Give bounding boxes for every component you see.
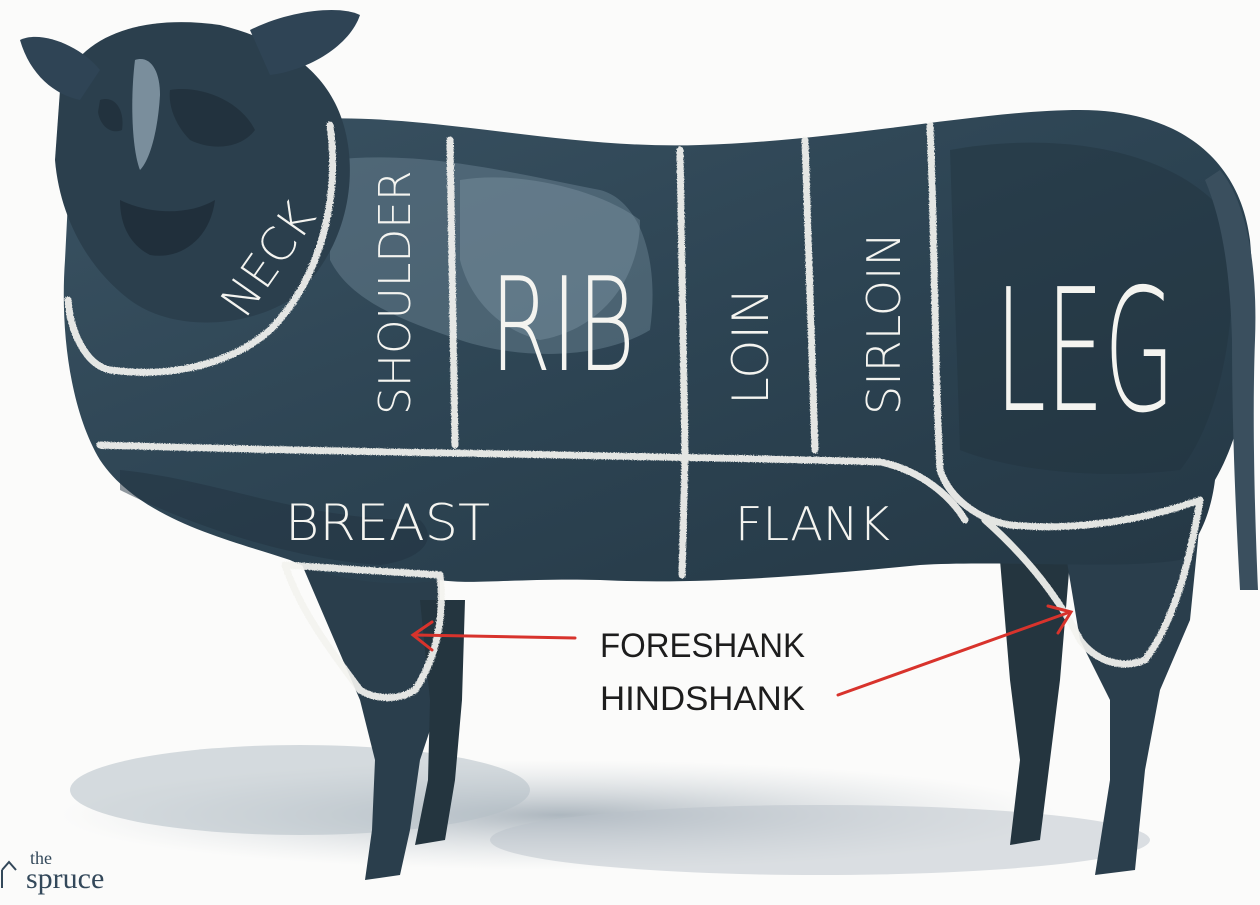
spruce-logo: the spruce bbox=[2, 848, 104, 895]
leg-label: LEG bbox=[995, 253, 1175, 451]
hindshank-label: HINDSHANK bbox=[600, 680, 805, 718]
flank-label: FLANK bbox=[735, 497, 890, 551]
shoulder-label: SHOULDER bbox=[370, 170, 421, 415]
rib-loin-divider bbox=[680, 150, 685, 575]
breast-label: BREAST bbox=[285, 494, 490, 552]
rib-label: RIB bbox=[490, 249, 635, 401]
ground-shadow bbox=[60, 745, 1150, 875]
house-icon bbox=[2, 862, 16, 888]
shoulder-rib-divider bbox=[450, 140, 455, 445]
loin-label: LOIN bbox=[722, 287, 780, 405]
sirloin-label: SIRLOIN bbox=[857, 232, 911, 415]
brand-name: spruce bbox=[26, 862, 104, 895]
foreshank-label: FORESHANK bbox=[600, 627, 805, 665]
